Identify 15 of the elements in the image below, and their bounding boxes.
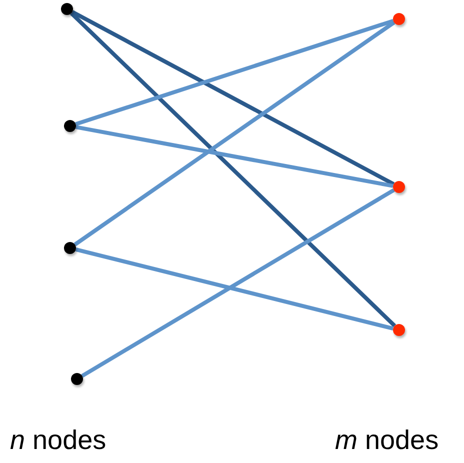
node-dot bbox=[64, 120, 76, 132]
node-dot bbox=[64, 242, 76, 254]
connector-line bbox=[75, 248, 394, 330]
connector-line bbox=[71, 10, 395, 186]
node-dot bbox=[393, 13, 405, 25]
axis-caption: m nodes bbox=[335, 425, 439, 456]
connector-line bbox=[76, 125, 394, 188]
connector-line bbox=[75, 18, 394, 126]
connector-line bbox=[70, 12, 396, 328]
node-dot bbox=[393, 324, 405, 336]
connector-line bbox=[81, 188, 395, 378]
node-dot bbox=[71, 373, 83, 385]
axis-caption: n nodes bbox=[10, 425, 106, 456]
node-dot bbox=[393, 181, 405, 193]
node-dot bbox=[61, 3, 73, 15]
